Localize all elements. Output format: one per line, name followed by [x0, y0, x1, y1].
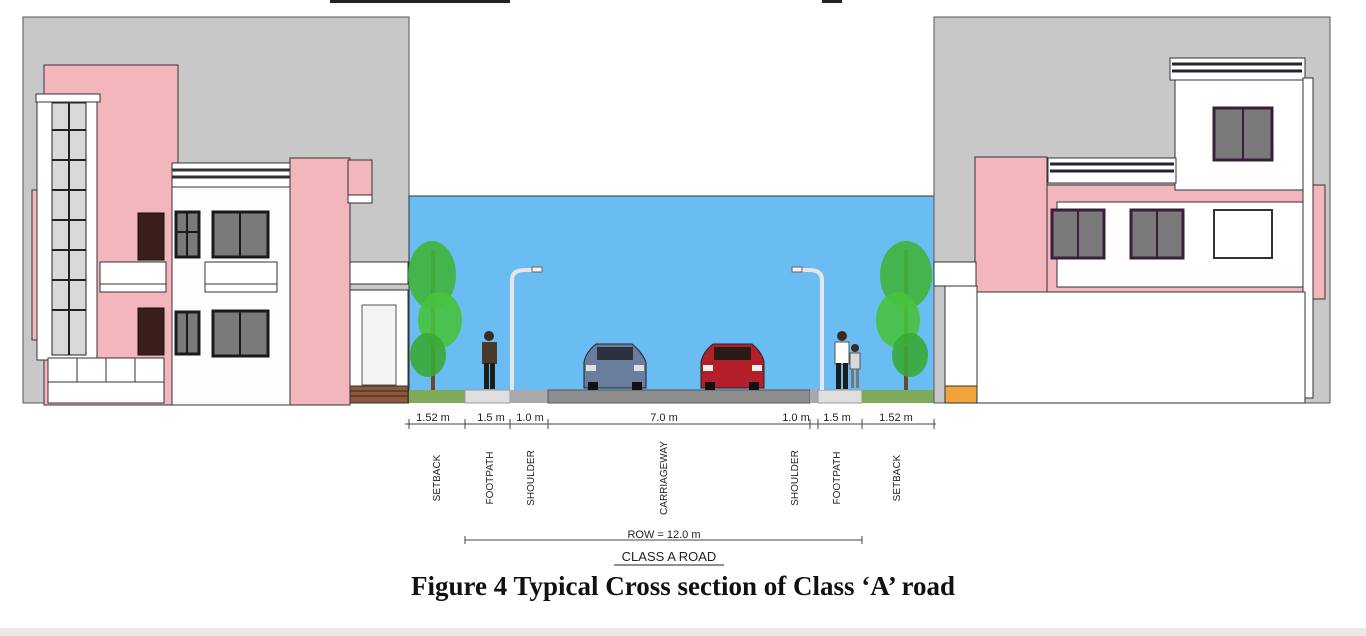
person-icon	[834, 331, 850, 389]
building-left-door-window-2	[137, 307, 165, 356]
person-icon	[482, 331, 497, 389]
person-icon	[849, 344, 861, 388]
car-icon	[583, 343, 647, 390]
shoulder-left-surface	[510, 390, 548, 403]
setback-left-ground	[409, 390, 465, 403]
dim-carriageway: 7.0 m	[650, 412, 678, 424]
building-left-slab-2	[204, 283, 278, 293]
cutoff-text-fragment	[822, 0, 842, 3]
dim-footpath-right: 1.5 m	[823, 412, 851, 424]
label-shoulder-right: SHOULDER	[790, 450, 801, 506]
dim-footpath-left: 1.5 m	[477, 412, 505, 424]
building-left-window-mullions	[176, 212, 241, 356]
building-left-balcony-3	[349, 261, 409, 285]
building-right-window-3	[1213, 209, 1273, 259]
building-right-roof-railing	[1169, 57, 1306, 81]
dimension-lines	[405, 419, 936, 544]
building-left-slab-1	[99, 283, 167, 293]
road-class-label: CLASS A ROAD	[622, 549, 717, 564]
dim-shoulder-right: 1.0 m	[782, 412, 810, 424]
building-left-step-lines	[350, 390, 408, 397]
label-footpath-right: FOOTPATH	[832, 452, 843, 505]
building-left-ground-railing-posts	[76, 358, 136, 382]
cutoff-text-fragment	[330, 0, 510, 3]
building-left-railing-bars	[172, 168, 292, 179]
building-right-side-balcony	[933, 261, 977, 287]
setback-right-ground	[862, 390, 934, 403]
building-right-step	[944, 385, 978, 404]
building-left-ledge	[347, 194, 373, 204]
street-lamp-icon	[791, 266, 824, 390]
dim-shoulder-left: 1.0 m	[516, 412, 544, 424]
building-right-terrace-railing-bars	[1050, 162, 1174, 173]
building-right-ground-floor	[976, 291, 1306, 404]
building-left-porch-door	[361, 304, 397, 386]
building-right-roof-railing-bars	[1172, 62, 1302, 73]
label-carriageway: CARRIAGEWAY	[659, 441, 670, 515]
tree-icon	[876, 241, 932, 390]
car-icon	[700, 343, 765, 390]
label-setback-left: SETBACK	[432, 454, 443, 501]
building-right-left-pink-block	[974, 156, 1048, 293]
row-label: ROW = 12.0 m	[627, 529, 700, 541]
building-left	[22, 16, 410, 406]
carriageway-surface	[547, 389, 811, 404]
label-setback-right: SETBACK	[892, 454, 903, 501]
bottom-scroll-strip	[0, 628, 1366, 636]
label-shoulder-left: SHOULDER	[526, 450, 537, 506]
building-left-parapet	[347, 159, 373, 196]
dim-setback-left: 1.52 m	[416, 412, 450, 424]
footpath-left-paving	[464, 389, 511, 404]
building-left-door-window-1	[137, 212, 165, 261]
building-left-stair-cap	[35, 93, 101, 103]
building-right-column	[1302, 77, 1314, 399]
building-left-right-pink-block	[289, 157, 351, 406]
dim-setback-right: 1.52 m	[879, 412, 913, 424]
building-left-balcony-2	[204, 261, 278, 285]
building-left-stair-mullions	[52, 103, 86, 355]
building-left-terrace-railing	[171, 162, 293, 188]
figure-caption: Figure 4 Typical Cross section of Class …	[411, 571, 955, 601]
building-right	[933, 16, 1331, 404]
shoulder-right-surface	[810, 390, 818, 403]
building-left-steps	[349, 385, 409, 404]
building-right-side-door	[944, 285, 978, 404]
footpath-right-paving	[817, 389, 863, 404]
street-lamp-icon	[510, 266, 543, 390]
building-left-balcony-1	[99, 261, 167, 285]
label-footpath-left: FOOTPATH	[485, 452, 496, 505]
tree-icon	[408, 241, 462, 390]
